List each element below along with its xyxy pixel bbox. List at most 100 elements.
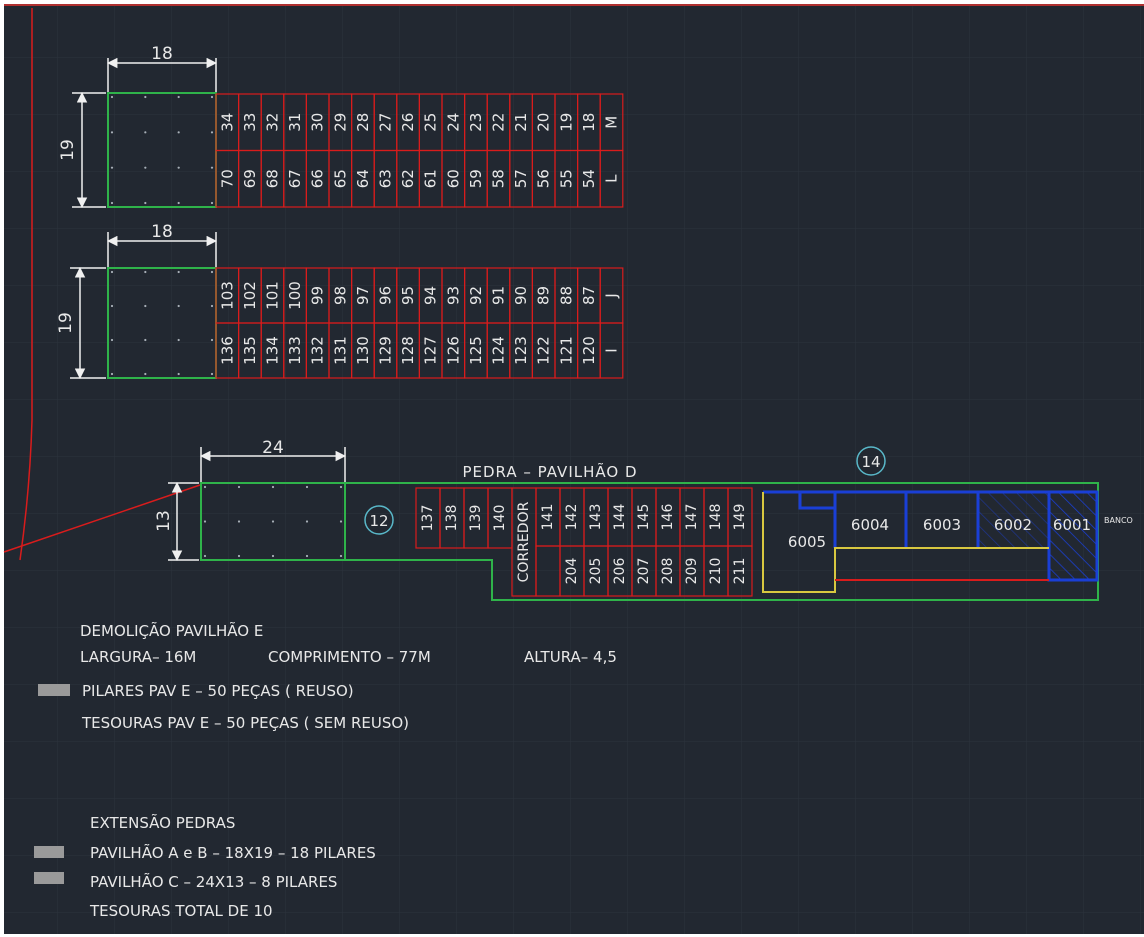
pillar-dot <box>110 131 114 134</box>
pillar-dot <box>210 338 214 342</box>
cell-label: 89 <box>535 286 553 305</box>
cell-label: 100 <box>286 281 304 310</box>
office-6004-label: 6004 <box>851 516 889 534</box>
banco-label: BANCO <box>1104 516 1133 525</box>
cell-label: 91 <box>490 286 508 305</box>
cell-label: 136 <box>218 336 236 365</box>
cell-label: 122 <box>535 336 553 365</box>
cell-label: 27 <box>377 113 395 132</box>
cell-label: 20 <box>535 113 553 132</box>
pillar-dot <box>144 201 147 205</box>
cell-label: 33 <box>241 113 259 132</box>
office-area: 6005 6004 6003 6002 6001 BANCO <box>762 490 1133 593</box>
note-extension-title: EXTENSÃO PEDRAS <box>90 813 235 832</box>
pillar-dot <box>203 554 207 558</box>
cell-label: 209 <box>684 558 700 585</box>
office-6002-hatch <box>978 492 1049 548</box>
cell-label: 142 <box>564 504 580 531</box>
cell-label: 205 <box>588 558 604 585</box>
office-wall-blue <box>763 490 1099 582</box>
cell-label: 211 <box>732 558 748 585</box>
cell-label: 206 <box>612 558 628 585</box>
area-12-marker <box>364 505 394 535</box>
cell-label: 19 <box>557 113 575 132</box>
cell-label: 103 <box>218 281 236 310</box>
cell-label: 146 <box>660 504 676 531</box>
pillar-dot <box>339 520 343 523</box>
cell-label: 61 <box>422 169 440 188</box>
cell-label: 54 <box>580 169 598 188</box>
note-pillars-e: PILARES PAV E – 50 PEÇAS ( REUSO) <box>82 682 354 700</box>
cell-label: 26 <box>399 113 417 132</box>
pillar-dot <box>144 338 147 342</box>
pillar-dot <box>210 270 214 274</box>
site-boundary-line <box>19 8 33 561</box>
cell-label: 98 <box>331 286 349 305</box>
cell-label: 67 <box>286 169 304 188</box>
pillar-dot <box>144 270 147 274</box>
office-6001-hatch <box>1049 492 1097 580</box>
pillar-dot <box>210 131 214 134</box>
cell-label: 139 <box>468 505 484 532</box>
cell-label: 133 <box>286 336 304 365</box>
pillar-dot <box>203 485 207 489</box>
block-d-height-label: 13 <box>154 510 174 532</box>
note-trusses-e: TESOURAS PAV E – 50 PEÇAS ( SEM REUSO) <box>81 714 409 732</box>
cell-L <box>599 149 624 208</box>
cell-label: 147 <box>684 504 700 531</box>
cell-label: 88 <box>557 286 575 305</box>
cell-label: 66 <box>309 169 327 188</box>
pillar-dot <box>110 304 114 308</box>
cell-label: 34 <box>218 113 236 132</box>
note-pav-ab: PAVILHÃO A e B – 18X19 – 18 PILARES <box>90 843 376 862</box>
block-a-pillar-dots <box>110 95 214 205</box>
pillar-dot <box>110 166 114 169</box>
pillar-dot <box>271 554 275 558</box>
office-6001-label: 6001 <box>1053 516 1091 534</box>
area-14-label: 14 <box>861 453 880 471</box>
pavilion-d-outline <box>344 482 1099 601</box>
cell-label: 102 <box>241 281 259 310</box>
cell-label: 68 <box>264 169 282 188</box>
cell-label: 99 <box>309 286 327 305</box>
cell-label: J <box>603 293 621 298</box>
cell-label: 101 <box>264 281 282 310</box>
block-a-width-label: 18 <box>151 44 173 64</box>
note-height: ALTURA– 4,5 <box>524 648 617 666</box>
cell-label: 93 <box>444 286 462 305</box>
pillar-dot <box>144 95 147 99</box>
legend-swatch-pav-ab <box>34 846 64 858</box>
drawing-grid <box>4 4 1144 934</box>
pillar-dot <box>271 520 275 523</box>
cell-label: 140 <box>492 505 508 532</box>
pillar-dot <box>177 372 180 376</box>
note-length: COMPRIMENTO – 77M <box>268 648 431 666</box>
pillar-dot <box>110 338 114 342</box>
pillar-dot <box>177 270 180 274</box>
pillar-dot <box>237 554 241 558</box>
pillar-dot <box>305 554 309 558</box>
pillar-dot <box>210 95 214 99</box>
cell-label: 131 <box>331 336 349 365</box>
cell-label: 124 <box>490 336 508 365</box>
cell-label: 204 <box>564 558 580 585</box>
cell-label: 18 <box>580 113 598 132</box>
office-6003-label: 6003 <box>923 516 961 534</box>
block-b-pillar-dots <box>110 270 214 376</box>
block-b-height-label: 19 <box>56 312 76 334</box>
pillar-dot <box>177 95 180 99</box>
cell-label: 30 <box>309 113 327 132</box>
cell-label: 138 <box>444 505 460 532</box>
pillar-dot <box>210 166 214 169</box>
cell-label: M <box>603 116 621 129</box>
cell-label: I <box>603 348 621 352</box>
cell-label: 92 <box>467 286 485 305</box>
note-trusses-total: TESOURAS TOTAL DE 10 <box>89 902 273 920</box>
pillar-dot <box>110 201 114 205</box>
